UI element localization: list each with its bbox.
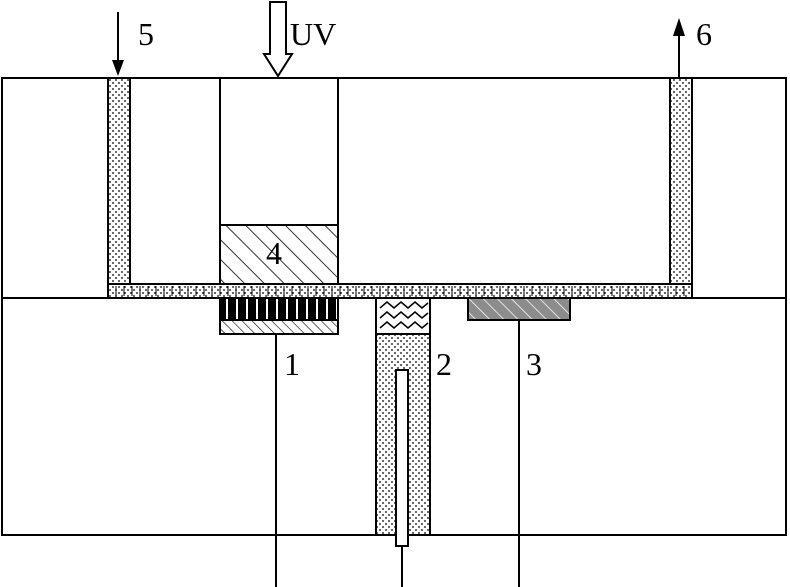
inlet-arrow-head xyxy=(112,60,124,76)
outlet-channel xyxy=(669,77,693,299)
part-4-label: 4 xyxy=(266,235,282,271)
part-2-probe xyxy=(395,369,409,547)
part-1-base xyxy=(219,319,339,335)
outlet-arrow-head xyxy=(673,18,685,36)
part-4-block xyxy=(219,224,339,285)
part-1-stripes xyxy=(219,297,339,321)
reaction-chamber xyxy=(129,78,671,285)
uv-arrow-icon xyxy=(262,1,294,78)
part-2-zigzag xyxy=(379,301,429,329)
inlet-channel xyxy=(107,77,131,299)
outlet-label: 6 xyxy=(696,16,712,52)
part-3-label: 3 xyxy=(526,346,542,382)
uv-label: UV xyxy=(290,16,336,52)
part-3-block xyxy=(467,297,571,321)
part-1-label: 1 xyxy=(284,346,300,382)
inlet-label: 5 xyxy=(138,16,154,52)
part-2-label: 2 xyxy=(436,346,452,382)
microchannel-dividers xyxy=(115,286,685,296)
